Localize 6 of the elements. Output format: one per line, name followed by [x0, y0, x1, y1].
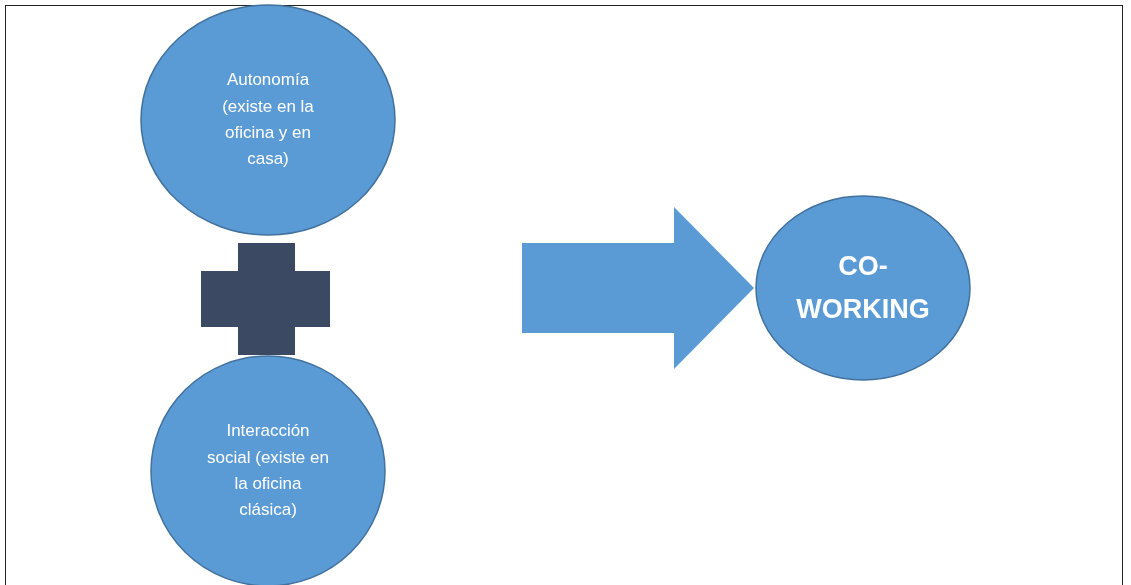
ellipse-node — [140, 4, 396, 236]
node-label: Autonomía (existe en la oficina y en casa) — [221, 69, 315, 171]
ellipse-node — [755, 195, 971, 381]
node-label: Interacción social (existe en la oficina clásica) — [206, 420, 330, 522]
block-arrow — [522, 207, 754, 369]
node-label: CO-WORKING — [795, 249, 931, 326]
